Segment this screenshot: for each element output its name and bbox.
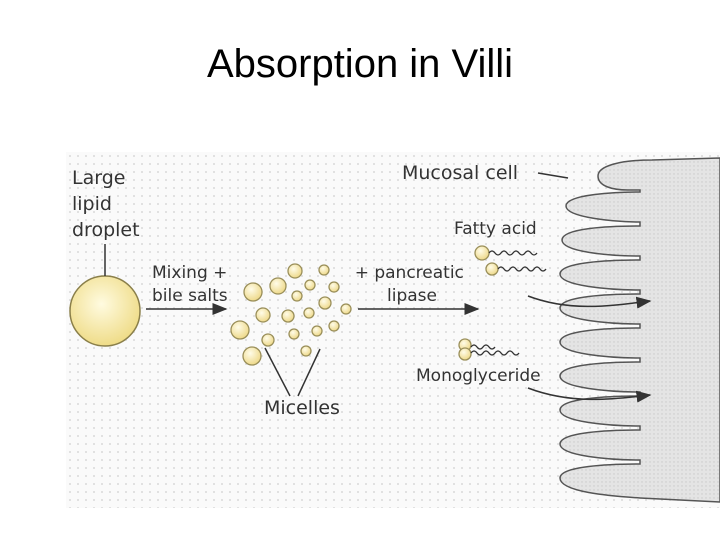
slide-title: Absorption in Villi <box>206 42 514 86</box>
micelle <box>261 333 275 347</box>
micelle <box>269 277 287 295</box>
micelle <box>340 303 352 315</box>
micelle <box>303 307 315 319</box>
micelle <box>243 282 263 302</box>
lipid-droplet <box>69 275 141 347</box>
micelle <box>287 263 303 279</box>
label-micelles: Micelles <box>264 397 340 419</box>
micelle <box>304 279 316 291</box>
micelle <box>255 307 271 323</box>
micelle <box>230 320 250 340</box>
micelle <box>318 296 332 310</box>
micelle-cluster <box>230 263 352 366</box>
fatty-acid-molecule <box>485 262 547 276</box>
mucosal-cell-leader <box>537 172 569 179</box>
label-large-lipid-droplet: Large lipid droplet <box>72 167 140 241</box>
micelle <box>328 320 340 332</box>
micelle <box>288 328 300 340</box>
micelle <box>242 346 262 366</box>
micelle <box>281 309 295 323</box>
micelle <box>300 345 312 357</box>
micelle <box>291 290 303 302</box>
label-mixing-bile-salts: Mixing + bile salts <box>152 263 233 306</box>
monoglyceride-absorption-arrow <box>527 387 652 403</box>
label-mucosal-cell: Mucosal cell <box>402 162 518 184</box>
micelle <box>318 264 330 276</box>
micelle <box>311 325 323 337</box>
label-fatty-acid: Fatty acid <box>454 219 537 239</box>
label-monoglyceride: Monoglyceride <box>416 366 541 386</box>
fatty-acid-molecule <box>474 245 538 261</box>
micelles-leader-lines <box>264 347 321 397</box>
monoglyceride-molecule <box>458 338 520 361</box>
fatty-acid-absorption-arrow <box>527 295 652 309</box>
micelle <box>328 281 340 293</box>
mucosal-cell <box>559 157 720 503</box>
label-pancreatic-lipase: + pancreatic lipase <box>355 263 470 306</box>
